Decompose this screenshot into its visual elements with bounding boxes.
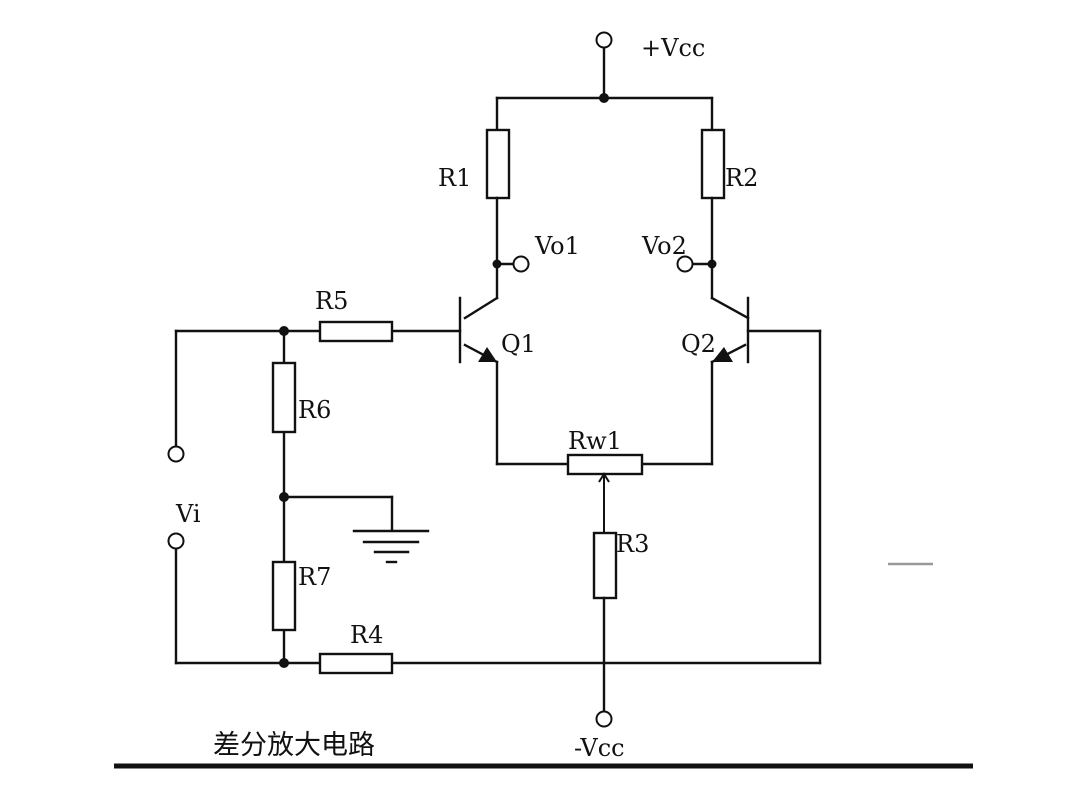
label-vcc-negative: -Vcc bbox=[574, 734, 625, 762]
label-r2: R2 bbox=[725, 164, 758, 192]
potentiometer-wiper bbox=[598, 472, 610, 533]
label-r4: R4 bbox=[350, 621, 383, 649]
q1-collector-wire bbox=[463, 196, 515, 320]
q2-collector-wire bbox=[691, 196, 750, 320]
vi-input-terminal-lower bbox=[167, 532, 185, 550]
label-r6: R6 bbox=[298, 396, 331, 424]
label-r3: R3 bbox=[616, 530, 649, 558]
resistor-r6 bbox=[271, 361, 297, 434]
label-vo1: Vo1 bbox=[534, 232, 580, 260]
ground-symbol bbox=[352, 529, 430, 564]
transistor-q2 bbox=[710, 296, 750, 466]
label-r1: R1 bbox=[438, 164, 471, 192]
resistor-r1 bbox=[485, 128, 511, 200]
vi-input-terminal-upper bbox=[167, 445, 185, 463]
resistor-r5 bbox=[318, 320, 394, 343]
label-r5: R5 bbox=[315, 287, 348, 315]
vcc-negative-terminal bbox=[595, 710, 613, 728]
label-rw1: Rw1 bbox=[568, 427, 622, 455]
resistor-r7 bbox=[271, 560, 297, 632]
label-q2: Q2 bbox=[681, 330, 716, 358]
top-supply-rail bbox=[495, 46, 714, 132]
potentiometer-rw1 bbox=[566, 453, 644, 476]
resistor-r2 bbox=[700, 128, 726, 200]
label-vo2: Vo2 bbox=[641, 232, 687, 260]
transistor-q1 bbox=[458, 296, 499, 466]
input-network-wires bbox=[174, 326, 822, 668]
diagram-caption: 差分放大电路 bbox=[213, 730, 375, 761]
label-vi: Vi bbox=[175, 500, 201, 528]
vcc-positive-terminal bbox=[595, 31, 613, 49]
label-q1: Q1 bbox=[501, 330, 536, 358]
resistor-r3 bbox=[592, 531, 618, 600]
label-r7: R7 bbox=[298, 563, 331, 591]
vo2-output-terminal bbox=[676, 255, 694, 273]
label-vcc-positive: +Vcc bbox=[641, 34, 705, 62]
vo1-output-terminal bbox=[512, 255, 530, 273]
resistor-r4 bbox=[318, 652, 394, 675]
